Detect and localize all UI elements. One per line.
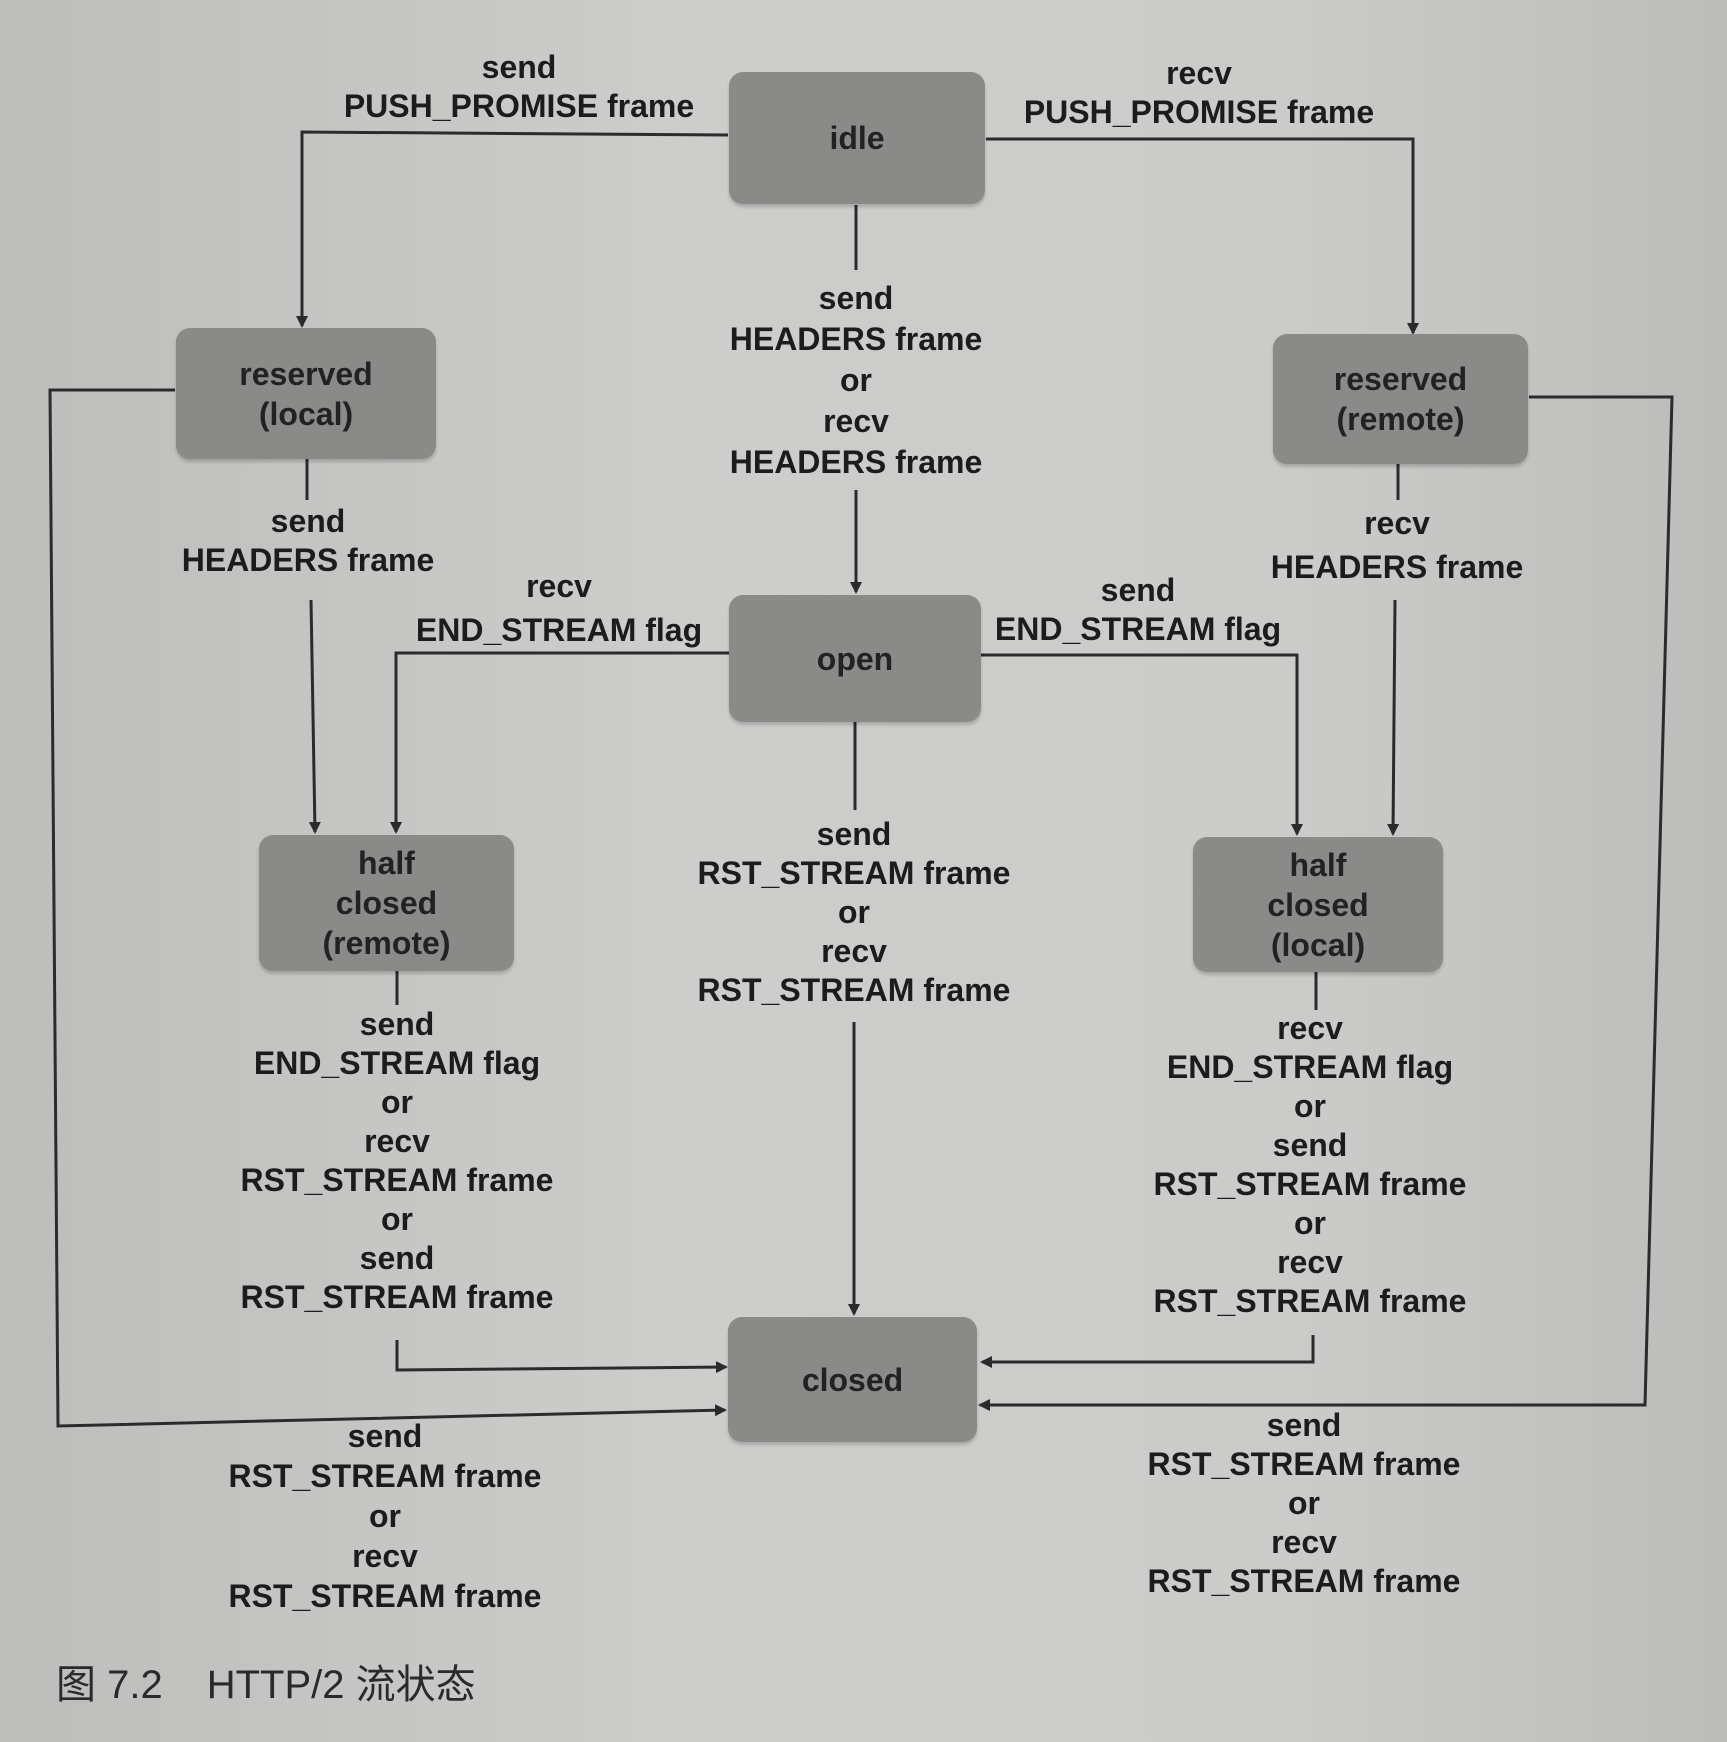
state-open-label: open (816, 640, 894, 677)
label-reserved-remote-to-closed: send RST_STREAM frame or recv RST_STREAM… (1147, 1407, 1461, 1599)
edge-idle-reserved-local (296, 130, 729, 328)
state-idle: idle (729, 72, 985, 204)
state-reserved-local: reserved (local) (176, 328, 436, 459)
figure-number: 图 7.2 (56, 1663, 163, 1707)
state-half-closed-remote-label: half closed (remote) (322, 845, 451, 961)
figure-title: HTTP/2 流状态 (206, 1663, 476, 1707)
state-half-closed-local: half closed (local) (1193, 837, 1443, 972)
edge-idle-reserved-remote (986, 137, 1419, 335)
label-open-to-half-closed-local: send END_STREAM flag (994, 572, 1282, 647)
label-idle-to-reserved-remote: recv PUSH_PROMISE frame (1023, 55, 1375, 130)
figure-caption: 图 7.2 HTTP/2 流状态 (56, 1652, 520, 1710)
state-half-closed-remote: half closed (remote) (259, 835, 514, 971)
edge-open-half-closed-remote (390, 651, 729, 834)
edge-reserved-local-closed (48, 388, 727, 1428)
state-closed-label: closed (801, 1361, 904, 1398)
edge-half-closed-local-closed (980, 1335, 1315, 1368)
state-open: open (729, 595, 981, 722)
state-idle-label: idle (829, 120, 885, 156)
edge-reserved-remote-half-closed-local (1387, 599, 1400, 836)
state-closed: closed (728, 1317, 977, 1442)
label-half-closed-remote-to-closed: send END_STREAM flag or recv RST_STREAM … (240, 1006, 554, 1315)
label-open-to-closed: send RST_STREAM frame or recv RST_STREAM… (697, 816, 1011, 1008)
label-idle-to-open: send HEADERS frame or recv HEADERS frame (729, 280, 983, 480)
state-reserved-remote-label: reserved (remote) (1333, 361, 1468, 437)
label-reserved-remote-to-half-closed-local: recv HEADERS frame (1270, 505, 1524, 585)
state-reserved-local-label: reserved (local) (239, 355, 373, 432)
edge-reserved-local-half-closed-remote (308, 599, 321, 834)
edge-open-half-closed-local (981, 653, 1303, 836)
label-half-closed-local-to-closed: recv END_STREAM flag or send RST_STREAM … (1153, 1010, 1467, 1319)
edge-half-closed-remote-closed (395, 1340, 728, 1374)
edge-reserved-remote-closed (978, 395, 1674, 1411)
label-idle-to-reserved-local: send PUSH_PROMISE frame (343, 49, 695, 124)
label-reserved-local-to-half-closed-remote: send HEADERS frame (181, 503, 435, 578)
state-reserved-remote: reserved (remote) (1273, 334, 1528, 464)
label-reserved-local-to-closed: send RST_STREAM frame or recv RST_STREAM… (228, 1418, 542, 1614)
label-open-to-half-closed-remote: recv END_STREAM flag (415, 568, 703, 648)
state-half-closed-local-label: half closed (local) (1267, 846, 1369, 963)
